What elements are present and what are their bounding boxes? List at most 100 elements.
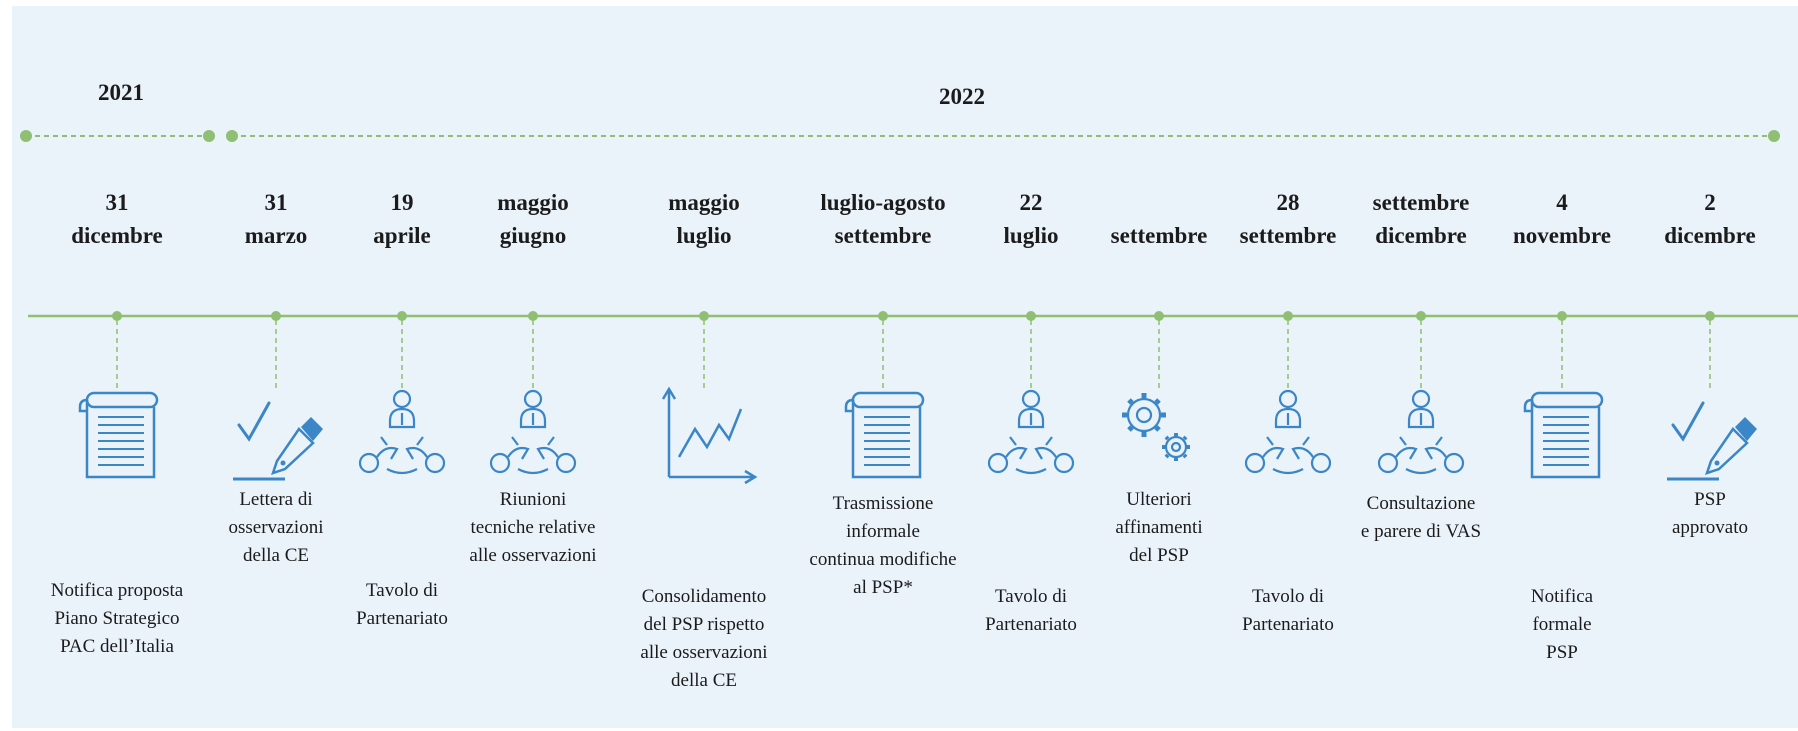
timeline-dot [1557, 311, 1567, 321]
document-icon [1507, 385, 1617, 485]
event-date-line: luglio-agosto [820, 190, 946, 215]
event-description-line: e parere di VAS [1360, 521, 1482, 542]
meeting-icon [1366, 385, 1476, 485]
event-description-line: Tavolo di [365, 580, 439, 601]
year-range-dot [203, 130, 215, 142]
year-label-2021: 2021 [98, 80, 144, 105]
event-description: Consolidamento del PSP rispetto alle osser… [609, 583, 799, 695]
event-date-line: settembre [1110, 223, 1208, 248]
year-range-dot [1768, 130, 1780, 142]
event-description-line: affinamenti [1115, 517, 1203, 538]
event-description: Tavolo di Partenariato [936, 583, 1126, 639]
meeting-icon [347, 385, 457, 485]
chart-icon [649, 385, 759, 485]
timeline-dot [112, 311, 122, 321]
event-description-line: del PSP [1129, 545, 1189, 566]
timeline-panel [12, 6, 1798, 728]
event-description-line: della CE [243, 545, 309, 566]
event-description-line: Trasmissione [832, 493, 934, 514]
event-description-line: continua modifiche [809, 549, 957, 570]
event-date-line: maggio [497, 190, 569, 215]
event-date-line: 31 [264, 190, 288, 215]
event-date: 2 dicembre [1630, 186, 1790, 252]
timeline-dot [397, 311, 407, 321]
event-date-line: dicembre [1664, 223, 1756, 248]
event-date-line: settembre [834, 223, 932, 248]
signature-icon [221, 385, 331, 485]
event-description-line: alle osservazioni [469, 545, 597, 566]
event-date-line: 19 [390, 190, 414, 215]
event-description-line: Tavolo di [1251, 586, 1325, 607]
timeline-dot [1026, 311, 1036, 321]
event-date-line: luglio [1003, 223, 1059, 248]
event-description: Tavolo di Partenariato [1193, 583, 1383, 639]
event-description-line: Riunioni [499, 489, 567, 510]
event-date-line: aprile [373, 223, 431, 248]
event-description-line: al PSP* [853, 577, 913, 598]
event-date: 28 settembre [1208, 186, 1368, 252]
year-label-2022: 2022 [939, 84, 985, 109]
gears-icon [1104, 385, 1214, 485]
event-description-line: Partenariato [1242, 614, 1334, 635]
event-date-line: maggio [668, 190, 740, 215]
event-description-line: osservazioni [228, 517, 324, 538]
event-date-line: 4 [1556, 190, 1568, 215]
event-date-line: marzo [244, 223, 308, 248]
event-date-line: settembre [1239, 223, 1337, 248]
event-description-line: della CE [671, 670, 737, 691]
event-description-line: Lettera di [239, 489, 313, 510]
document-icon [62, 385, 172, 485]
event-description-line: tecniche relative [470, 517, 596, 538]
event-date: maggio luglio [624, 186, 784, 252]
event-description: Lettera di osservazioni della CE [181, 486, 371, 570]
event-date-line: 31 [105, 190, 129, 215]
event-description-line: Ulteriori [1126, 489, 1192, 510]
event-date: settembre dicembre [1341, 186, 1501, 252]
event-description: Trasmissione informale continua modifiche a… [788, 490, 978, 602]
timeline-dot [528, 311, 538, 321]
event-date: 31 marzo [196, 186, 356, 252]
event-date-line: dicembre [71, 223, 163, 248]
event-date-line: dicembre [1375, 223, 1467, 248]
signature-icon [1655, 385, 1765, 485]
meeting-icon [478, 385, 588, 485]
event-date: settembre [1079, 219, 1239, 252]
event-description-line: del PSP rispetto [643, 614, 765, 635]
year-range-dot [226, 130, 238, 142]
year-range-dot [20, 130, 32, 142]
event-description-line: Consolidamento [641, 586, 767, 607]
event-description-line: Notifica proposta [50, 580, 184, 601]
event-description-line: Tavolo di [994, 586, 1068, 607]
timeline-dot [1154, 311, 1164, 321]
event-description-line: Partenariato [356, 608, 448, 629]
timeline-dot [878, 311, 888, 321]
timeline-dot [1705, 311, 1715, 321]
event-description-line: PAC dell’Italia [60, 636, 174, 657]
event-description-line: informale [846, 521, 920, 542]
event-description-line: Piano Strategico [54, 608, 180, 629]
event-date: 22 luglio [951, 186, 1111, 252]
event-date-line: 2 [1704, 190, 1716, 215]
timeline-dot [271, 311, 281, 321]
event-description-line: Partenariato [985, 614, 1077, 635]
event-description: Ulteriori affinamenti del PSP [1064, 486, 1254, 570]
event-description-line: PSP [1694, 489, 1726, 510]
event-description-line: Notifica [1530, 586, 1594, 607]
timeline-dot [1416, 311, 1426, 321]
timeline-dot [1283, 311, 1293, 321]
meeting-icon [976, 385, 1086, 485]
event-description: Tavolo di Partenariato [307, 577, 497, 633]
event-date-line: settembre [1372, 190, 1470, 215]
event-date-line: 22 [1019, 190, 1043, 215]
event-date-line: luglio [676, 223, 732, 248]
meeting-icon [1233, 385, 1343, 485]
event-description: Riunioni tecniche relative alle osservazio… [438, 486, 628, 570]
event-date-line: 28 [1276, 190, 1300, 215]
event-date-line: giugno [499, 223, 567, 248]
event-description-line: alle osservazioni [640, 642, 768, 663]
event-date: maggio giugno [453, 186, 613, 252]
